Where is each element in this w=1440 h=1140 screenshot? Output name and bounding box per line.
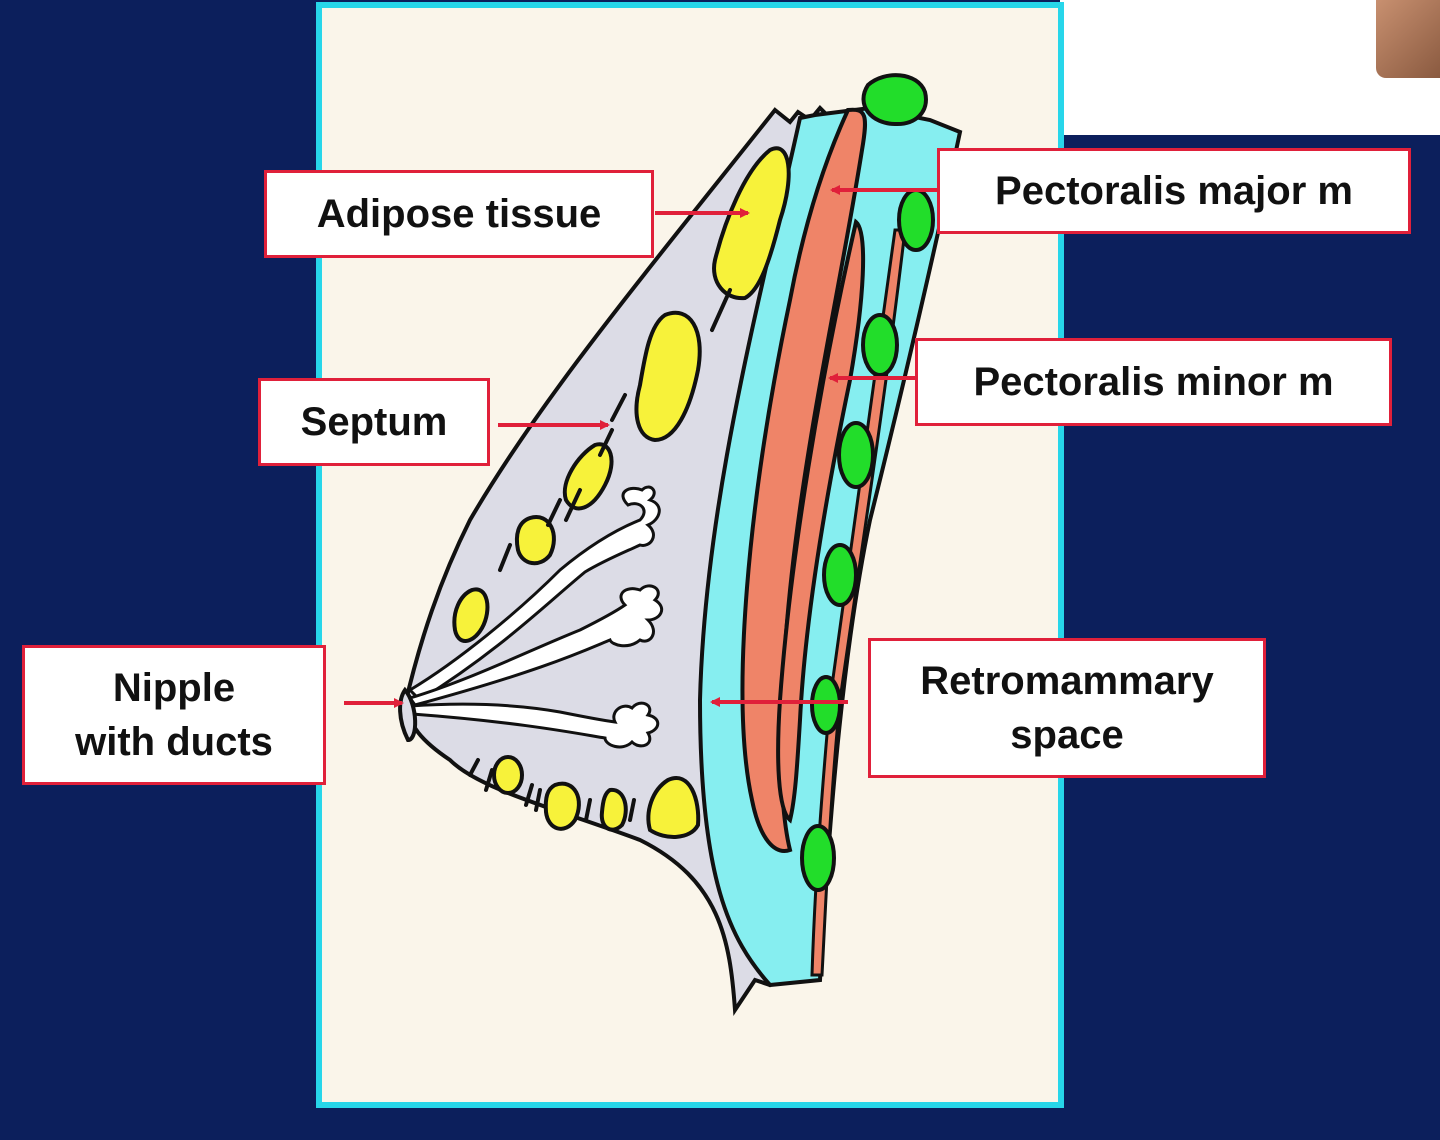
label-pectoralis-minor: Pectoralis minor m [915, 338, 1392, 426]
arrows [344, 185, 938, 708]
adipose-lobules [452, 146, 791, 839]
label-septum: Septum [258, 378, 490, 466]
presenter-thumbnail [1376, 0, 1440, 78]
lymph-nodes [800, 73, 935, 892]
milk-ducts [407, 485, 664, 749]
posterior-strip [810, 228, 907, 977]
pectoralis-major-shape [740, 107, 867, 853]
label-nipple-with-ducts: Nipple with ducts [22, 645, 326, 785]
label-adipose-tissue: Adipose tissue [264, 170, 654, 258]
label-pectoralis-major: Pectoralis major m [937, 148, 1411, 234]
label-retromammary-space: Retromammary space [868, 638, 1266, 778]
